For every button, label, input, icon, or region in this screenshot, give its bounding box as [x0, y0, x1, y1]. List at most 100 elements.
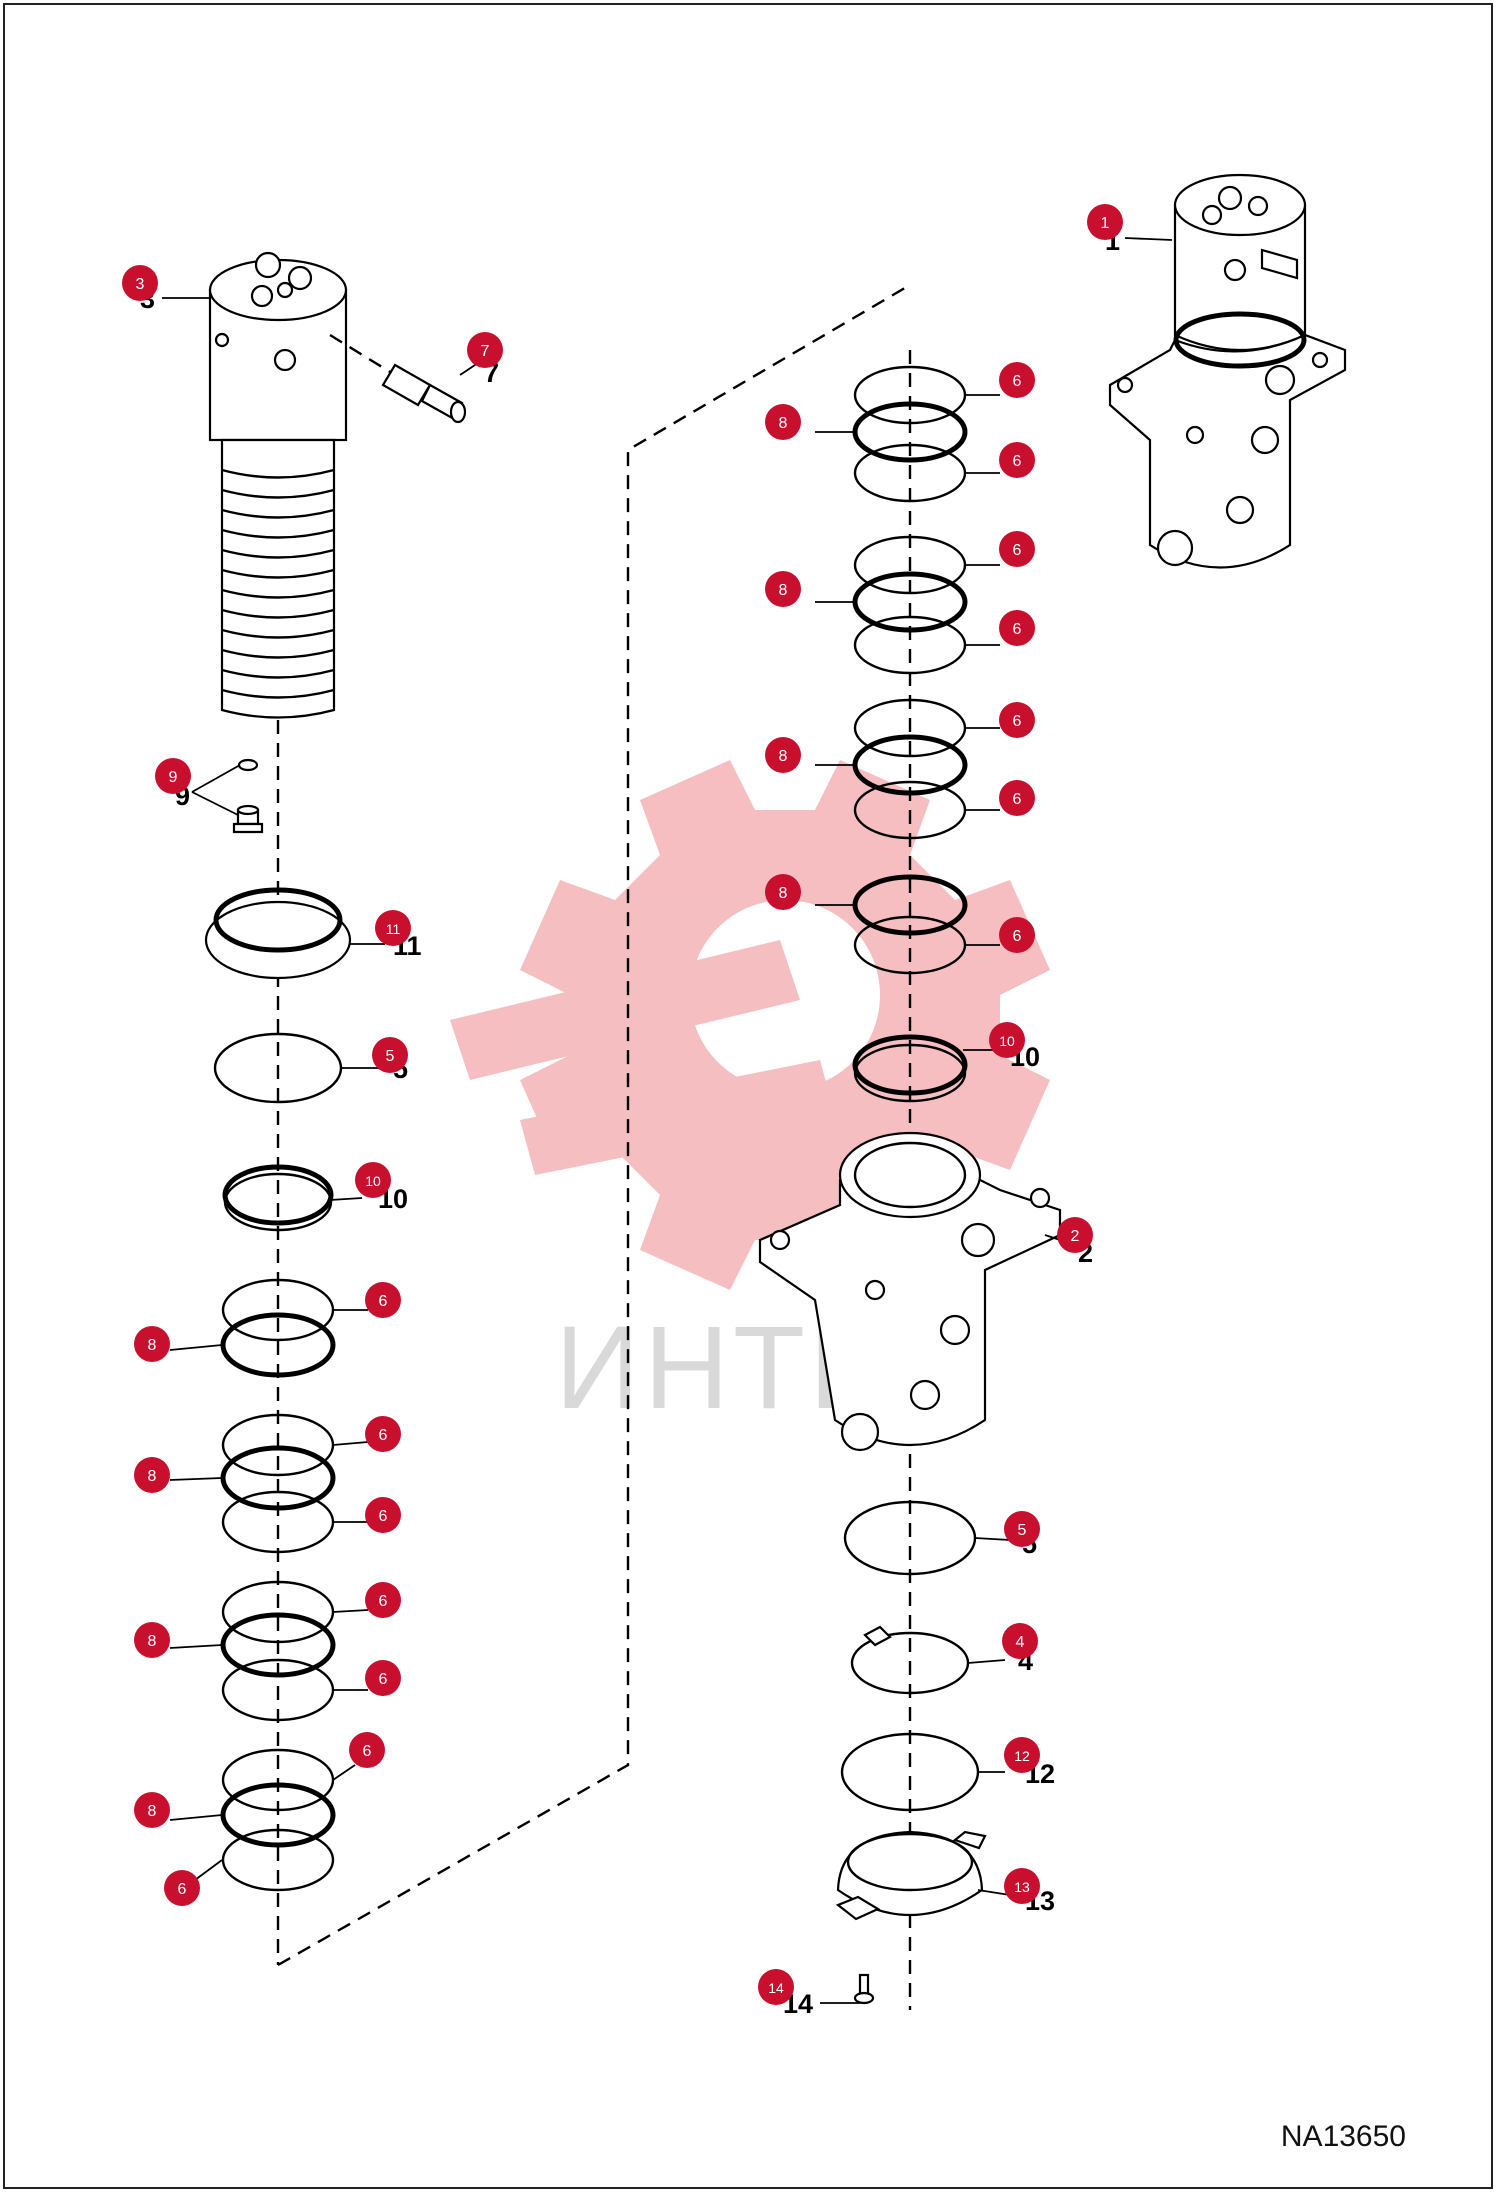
callout-badge-8: 8 — [134, 1457, 170, 1493]
callout-badge-6: 6 — [365, 1497, 401, 1533]
badge-circle — [164, 1870, 200, 1906]
leader-lines — [162, 237, 1173, 2004]
callout-badge-6: 6 — [999, 780, 1035, 816]
badge-number: 2 — [1071, 1228, 1080, 1245]
badge-number: 6 — [178, 1881, 187, 1898]
callout-badge-9: 9 — [155, 758, 191, 794]
badge-number: 4 — [1016, 1634, 1025, 1651]
badge-number: 8 — [148, 1468, 157, 1485]
callout-badge-6: 6 — [164, 1870, 200, 1906]
badge-circle — [999, 780, 1035, 816]
part-2-housing — [758, 1131, 1062, 1452]
callout-badge-8: 8 — [765, 874, 801, 910]
badge-number: 10 — [365, 1173, 381, 1189]
callout-badge-6: 6 — [365, 1660, 401, 1696]
part-1-assembly — [1108, 173, 1347, 569]
assembly-path-line — [277, 283, 911, 1967]
callout-badge-8: 8 — [765, 404, 801, 440]
badge-number: 8 — [148, 1337, 157, 1354]
badge-number: 8 — [779, 748, 788, 765]
badge-number: 6 — [1013, 791, 1022, 808]
part-3-spool — [208, 251, 348, 719]
badge-number: 6 — [379, 1593, 388, 1610]
badge-number: 6 — [1013, 621, 1022, 638]
part-9-plug — [232, 758, 264, 834]
figure-frame — [3, 3, 1493, 2189]
badge-circle — [349, 1732, 385, 1768]
callout-badge-11: 11 — [375, 910, 411, 946]
callout-badge-13: 13 — [1004, 1868, 1040, 1904]
badge-number: 8 — [779, 885, 788, 902]
callout-badge-6: 6 — [999, 917, 1035, 953]
badge-number: 11 — [386, 921, 401, 937]
callout-badge-6: 6 — [999, 362, 1035, 398]
badge-circle — [1002, 1623, 1038, 1659]
badge-circle — [1057, 1217, 1093, 1253]
red-callout-badges: 1379115106868668668668668668686102541213… — [122, 204, 1123, 2005]
badge-circle — [155, 758, 191, 794]
part-7-fitting — [329, 333, 467, 424]
callout-badge-10: 10 — [989, 1022, 1025, 1058]
badge-circle — [989, 1022, 1025, 1058]
badge-circle — [134, 1622, 170, 1658]
badge-circle — [1004, 1737, 1040, 1773]
badge-number: 6 — [363, 1743, 372, 1760]
callout-badge-8: 8 — [134, 1792, 170, 1828]
left-ring-stack — [204, 887, 352, 1892]
badge-circle — [1087, 204, 1123, 240]
callout-badge-8: 8 — [134, 1326, 170, 1362]
badge-circle — [365, 1416, 401, 1452]
callout-badge-7: 7 — [467, 332, 503, 368]
badge-number: 8 — [148, 1633, 157, 1650]
badge-number: 8 — [148, 1803, 157, 1820]
badge-circle — [999, 442, 1035, 478]
badge-circle — [365, 1282, 401, 1318]
badge-circle — [467, 332, 503, 368]
badge-number: 10 — [999, 1033, 1015, 1049]
callout-badge-8: 8 — [765, 737, 801, 773]
badge-circle — [999, 702, 1035, 738]
badge-circle — [999, 610, 1035, 646]
badge-circle — [122, 265, 158, 301]
callout-badge-6: 6 — [999, 610, 1035, 646]
badge-number: 8 — [779, 415, 788, 432]
part-13-cover — [835, 1830, 987, 1921]
badge-number: 3 — [136, 276, 145, 293]
callout-badge-6: 6 — [999, 702, 1035, 738]
badge-circle — [365, 1497, 401, 1533]
callout-badge-12: 12 — [1004, 1737, 1040, 1773]
badge-circle — [134, 1792, 170, 1828]
badge-number: 7 — [481, 343, 490, 360]
badge-number: 6 — [379, 1427, 388, 1444]
badge-circle — [375, 910, 411, 946]
badge-number: 14 — [768, 1980, 784, 1996]
badge-circle — [765, 737, 801, 773]
badge-number: 12 — [1014, 1748, 1030, 1764]
callout-badge-5: 5 — [372, 1037, 408, 1073]
badge-circle — [134, 1326, 170, 1362]
badge-number: 6 — [1013, 928, 1022, 945]
callout-badge-8: 8 — [134, 1622, 170, 1658]
badge-circle — [999, 362, 1035, 398]
badge-number: 6 — [379, 1671, 388, 1688]
badge-circle — [765, 571, 801, 607]
watermark-wrench — [450, 940, 835, 1175]
badge-circle — [765, 874, 801, 910]
badge-number: 1 — [1101, 215, 1110, 232]
part-14-screw — [853, 1973, 875, 2005]
badge-circle — [758, 1969, 794, 2005]
badge-circle — [999, 917, 1035, 953]
callout-badge-2: 2 — [1057, 1217, 1093, 1253]
callout-badge-6: 6 — [999, 442, 1035, 478]
callout-badge-6: 6 — [349, 1732, 385, 1768]
badge-number: 13 — [1014, 1879, 1030, 1895]
badge-circle — [999, 531, 1035, 567]
figure-code: NA13650 — [1280, 2120, 1406, 2153]
badge-circle — [1004, 1868, 1040, 1904]
badge-number: 5 — [386, 1048, 395, 1065]
callout-badge-4: 4 — [1002, 1623, 1038, 1659]
callout-badge-8: 8 — [765, 571, 801, 607]
badge-circle — [1004, 1511, 1040, 1547]
badge-number: 6 — [1013, 713, 1022, 730]
